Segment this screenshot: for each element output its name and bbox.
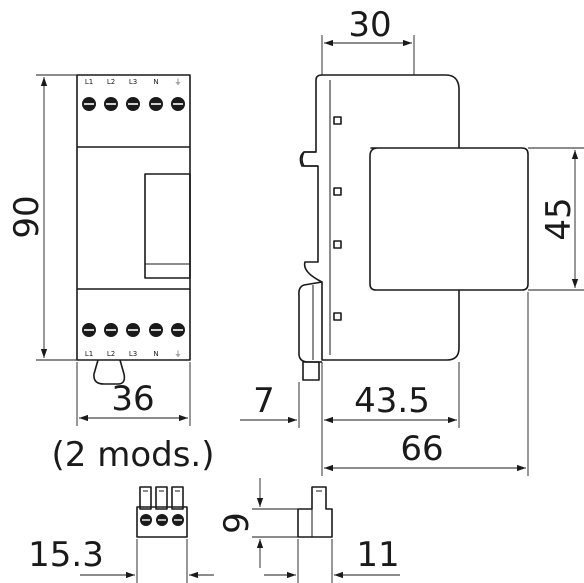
- plug-side-view: 9 11: [217, 478, 400, 583]
- dim-side-height-label: 45: [539, 197, 579, 240]
- dim-plug-depth-label: 11: [356, 535, 399, 575]
- plug-screw-icon: [156, 514, 168, 526]
- plug-side-body: [297, 486, 333, 538]
- dim-width-label: 36: [111, 379, 154, 419]
- terminal-screw-icon: [82, 97, 96, 111]
- dim-top-depth-label: 30: [348, 5, 391, 45]
- front-view: L1 L2 L3 N ⏚ L1 L2 L3 N ⏚ 90: [7, 74, 215, 475]
- terminal-screw-icon: [126, 323, 140, 337]
- terminal-label: L3: [129, 78, 137, 86]
- terminal-screw-icon: [104, 97, 118, 111]
- terminal-label: L1: [85, 78, 93, 86]
- front-housing: [76, 74, 191, 361]
- bottom-terminal-labels: L1 L2 L3 N ⏚: [85, 350, 182, 358]
- side-slot: [333, 187, 342, 196]
- top-terminal-row: [82, 97, 185, 111]
- side-slot: [333, 116, 342, 125]
- dim-plug-height-label: 9: [217, 512, 257, 534]
- plug-pin: [139, 486, 152, 510]
- terminal-screw-icon: [149, 97, 163, 111]
- side-front-cover: [369, 147, 529, 291]
- terminal-label: ⏚: [175, 350, 182, 358]
- dim-total-depth-label: 66: [400, 429, 443, 469]
- plug-screw-icon: [172, 514, 184, 526]
- dim-height-label: 90: [7, 195, 47, 238]
- side-view: 30 45 7 43.5 66: [240, 5, 584, 476]
- terminal-label: L1: [85, 350, 93, 358]
- terminal-label: L3: [129, 350, 137, 358]
- plug-screw-icon: [140, 514, 152, 526]
- din-release-clip: [93, 359, 126, 385]
- dim-rail-offset-label: 7: [253, 381, 275, 421]
- terminal-screw-icon: [104, 323, 118, 337]
- terminal-label: ⏚: [175, 78, 182, 86]
- plug-pin: [171, 486, 184, 510]
- side-slot: [333, 312, 342, 321]
- modules-note: (2 mods.): [52, 435, 215, 475]
- terminal-screw-icon: [126, 97, 140, 111]
- terminal-screw-icon: [149, 323, 163, 337]
- din-clip-upper: [299, 151, 318, 167]
- terminal-label: L2: [107, 350, 115, 358]
- bottom-terminal-row: [82, 323, 185, 337]
- terminal-label: N: [153, 350, 158, 358]
- din-clip-lower: [298, 281, 323, 363]
- terminal-screw-icon: [171, 323, 185, 337]
- din-clip-foot: [302, 361, 320, 381]
- plug-front-view: 15.3: [28, 486, 214, 583]
- terminal-label: N: [153, 78, 158, 86]
- top-terminal-labels: L1 L2 L3 N ⏚: [85, 78, 182, 86]
- side-slot: [333, 240, 342, 249]
- plug-pin: [155, 486, 168, 510]
- dim-mid-depth-label: 43.5: [354, 381, 430, 421]
- terminal-screw-icon: [171, 97, 185, 111]
- terminal-screw-icon: [82, 323, 96, 337]
- terminal-label: L2: [107, 78, 115, 86]
- front-window: [144, 173, 191, 279]
- dim-plug-width-label: 15.3: [28, 535, 104, 575]
